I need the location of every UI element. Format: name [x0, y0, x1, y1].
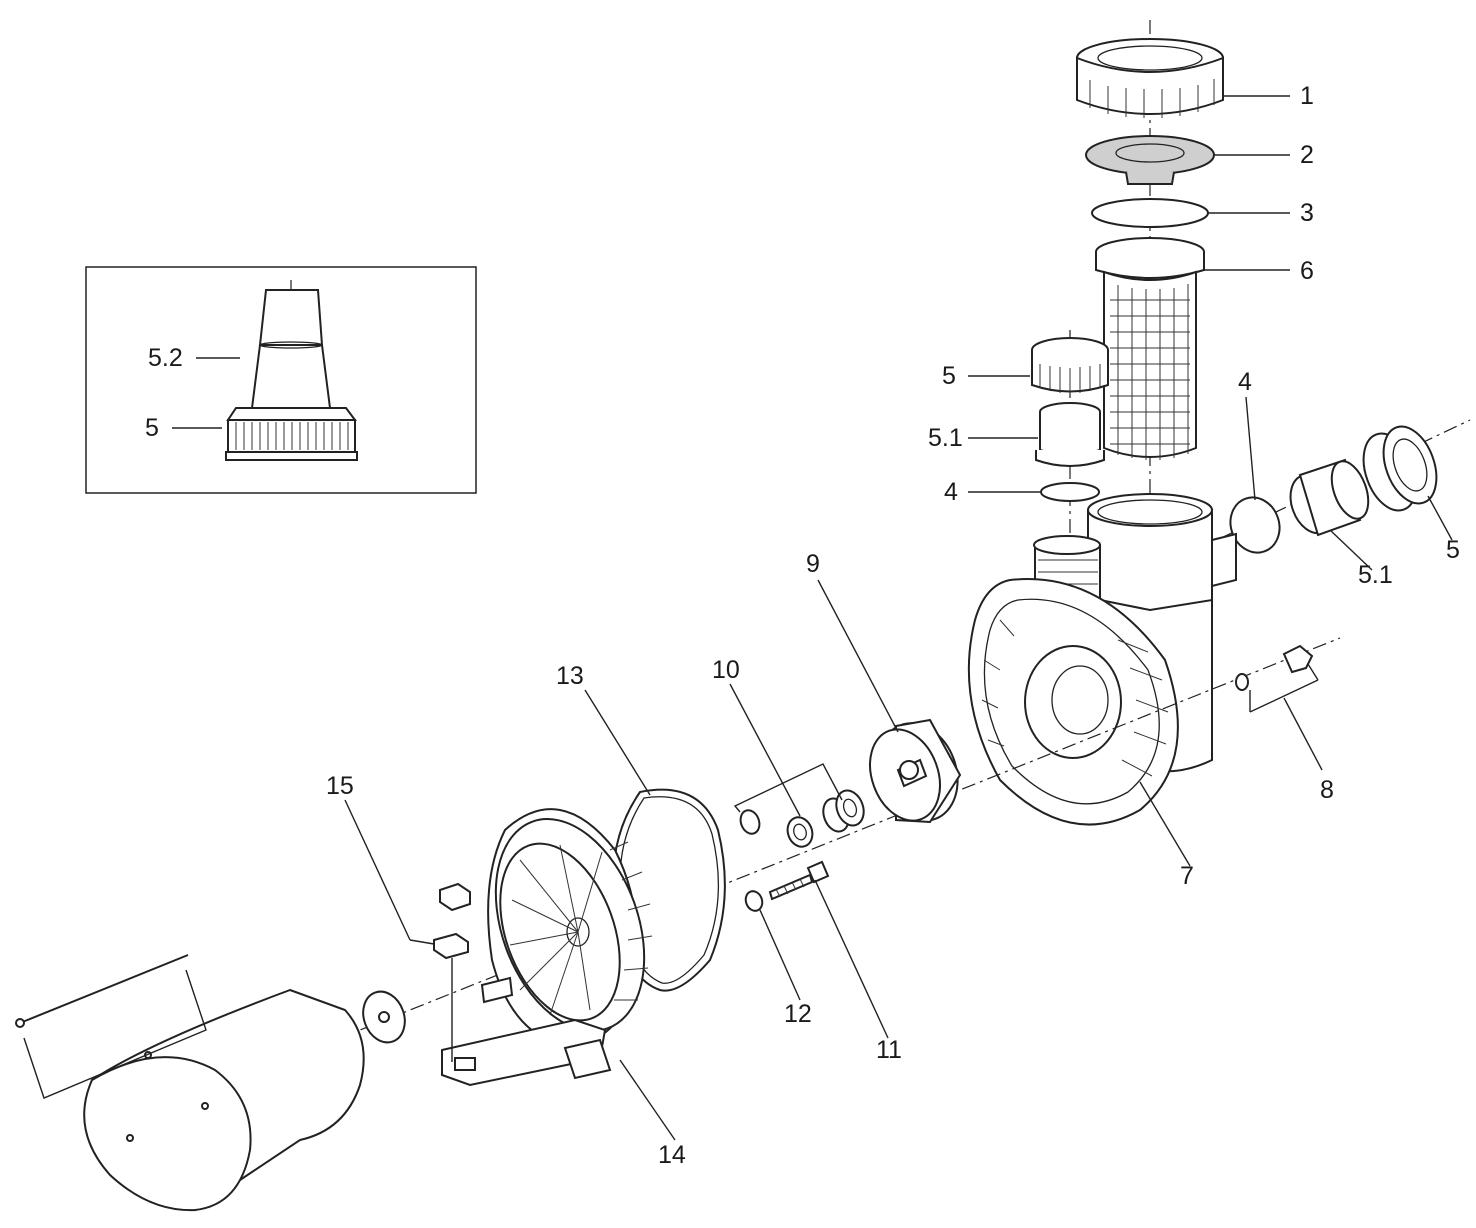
- o-ring-left-part-4: [1040, 482, 1100, 502]
- callout-13: 13: [556, 662, 584, 690]
- o-ring-part-12: [744, 890, 764, 912]
- inset-adapter-5-2: [250, 289, 332, 409]
- drain-plug-part-8: [1235, 644, 1323, 771]
- tail-piece-right-part-5-1: [1289, 458, 1370, 537]
- lid-o-ring-part-3: [1091, 198, 1209, 228]
- strainer-basket-part-6: [1095, 237, 1205, 460]
- seal-plate-part-14: [441, 808, 653, 1087]
- callout-3: 3: [1300, 199, 1314, 227]
- callout-1: 1: [1300, 82, 1314, 110]
- leader-lines: [344, 95, 1453, 1141]
- inset-nut-5: [225, 407, 358, 461]
- o-ring-right-part-4: [1229, 496, 1281, 554]
- callout-9: 9: [806, 550, 820, 578]
- mechanical-seal-part-10: [733, 763, 865, 848]
- callout-5-left: 5: [942, 362, 956, 390]
- lid-ring-part-1: [1076, 38, 1224, 118]
- inset-label-5-2: 5.2: [148, 344, 183, 372]
- callout-6: 6: [1300, 257, 1314, 285]
- inset-detail-box: 5.2 5: [85, 266, 477, 494]
- callout-4-left: 4: [944, 478, 958, 506]
- callout-7: 7: [1180, 862, 1194, 890]
- callout-10: 10: [712, 656, 740, 684]
- tie-rod: [15, 954, 207, 1099]
- callout-5-1-right: 5.1: [1358, 561, 1393, 589]
- tail-piece-left-part-5-1: [1035, 402, 1105, 467]
- bolt-part-11: [768, 860, 830, 901]
- impeller-part-9: [869, 718, 962, 824]
- callout-4-right: 4: [1238, 368, 1252, 396]
- spacer-part-15: [433, 882, 471, 1062]
- inset-label-5: 5: [145, 414, 159, 442]
- union-nut-left-part-5: [1031, 337, 1109, 394]
- callout-15: 15: [326, 772, 354, 800]
- callout-8: 8: [1320, 776, 1334, 804]
- callout-2: 2: [1300, 141, 1314, 169]
- motor: [83, 988, 406, 1212]
- callout-labels: 1 2 3 6 5 5.1 4 4 5.1 5 9 10 13 15 8 7 1…: [326, 82, 1460, 1169]
- pump-housing-part-7: [967, 493, 1237, 826]
- callout-5-right: 5: [1446, 536, 1460, 564]
- callout-12: 12: [784, 1000, 812, 1028]
- main-shaft-axis: [159, 637, 1341, 1111]
- lid-part-2: [1085, 135, 1215, 185]
- union-nut-right-part-5: [1362, 425, 1438, 512]
- callout-11: 11: [876, 1036, 902, 1064]
- callout-5-1-left: 5.1: [928, 424, 963, 452]
- callout-14: 14: [658, 1141, 686, 1169]
